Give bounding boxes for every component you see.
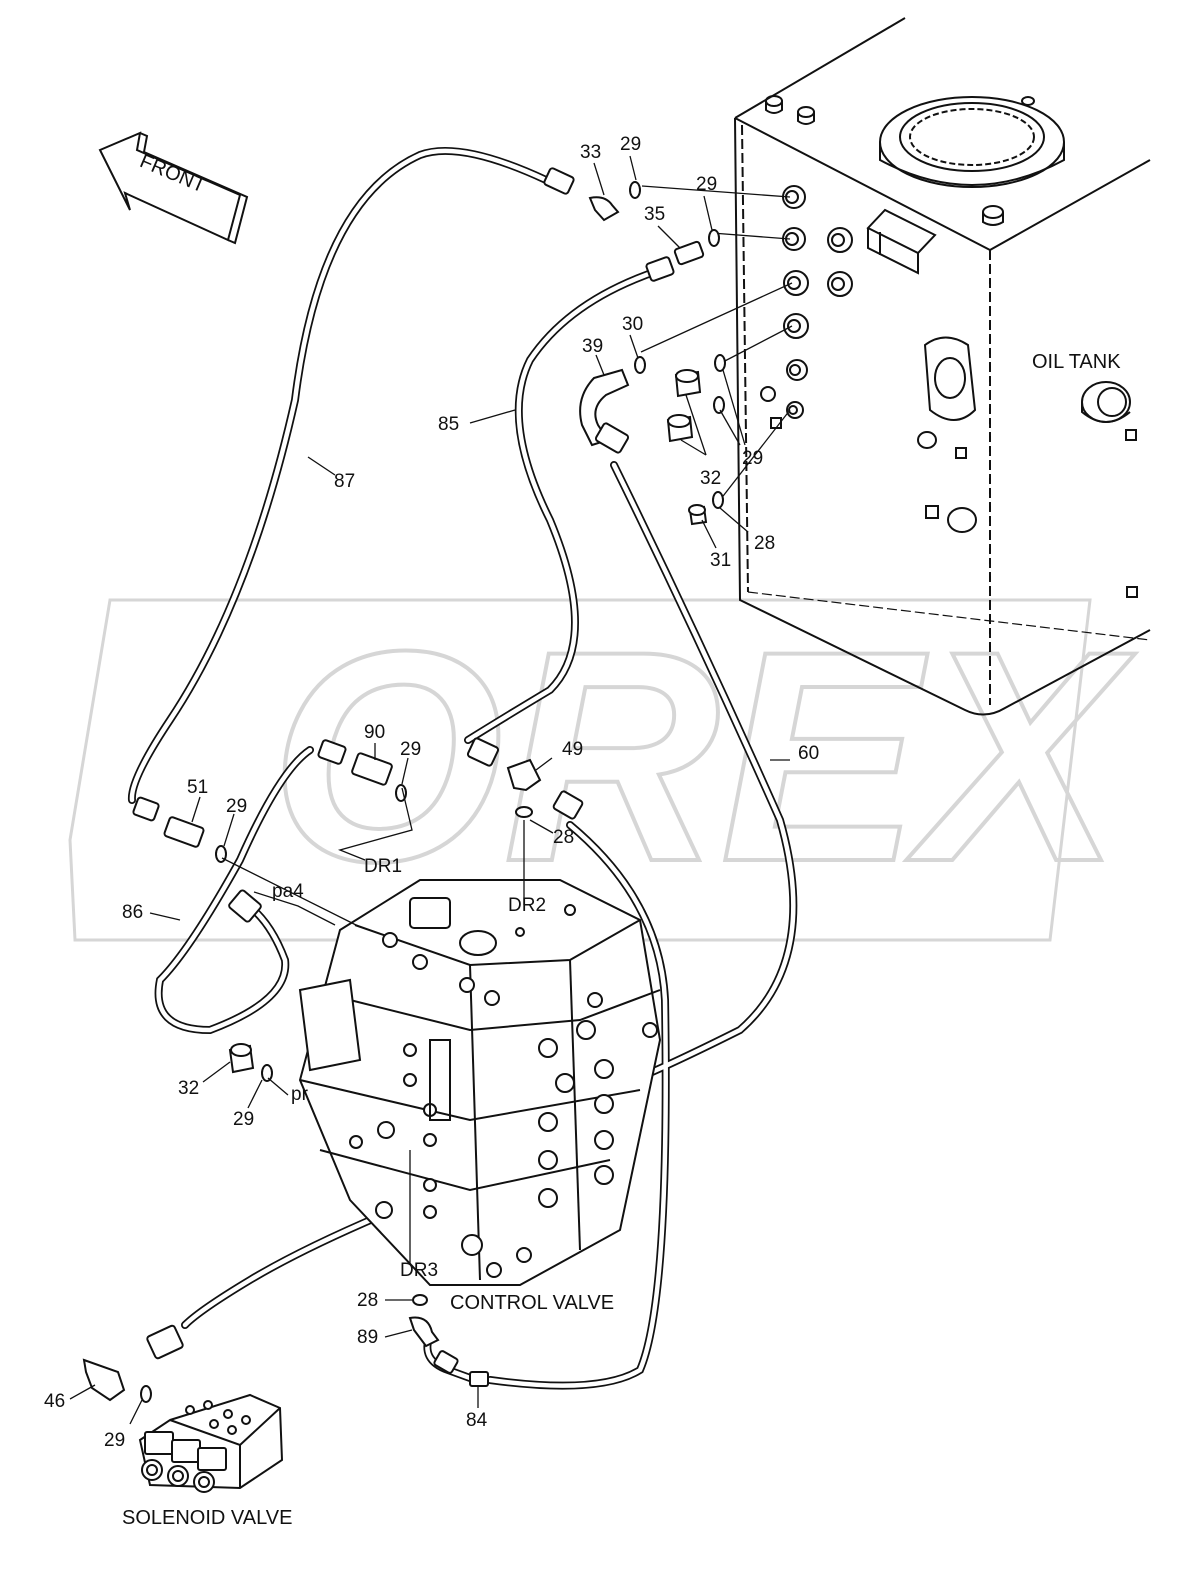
callout-dr3: DR3 xyxy=(400,1260,438,1281)
control-valve-title: CONTROL VALVE xyxy=(450,1292,614,1314)
callout-33: 33 xyxy=(580,142,601,163)
callout-86: 86 xyxy=(122,902,143,923)
callout-39: 39 xyxy=(582,336,603,357)
callout-46: 46 xyxy=(44,1391,65,1412)
callout-28: 28 xyxy=(357,1290,378,1311)
oil-tank-title: OIL TANK xyxy=(1032,351,1121,373)
solenoid-valve-title: SOLENOID VALVE xyxy=(122,1507,292,1529)
fittings xyxy=(82,167,726,1403)
callout-30: 30 xyxy=(622,314,643,335)
oil-tank xyxy=(734,17,1151,716)
hose-to-solenoid xyxy=(181,1211,386,1329)
callout-87: 87 xyxy=(334,471,355,492)
callout-29: 29 xyxy=(233,1109,254,1130)
callout-32: 32 xyxy=(700,468,721,489)
callout-32: 32 xyxy=(178,1078,199,1099)
callout-pa4: pa4 xyxy=(272,881,304,902)
valve-bolts xyxy=(349,904,658,1278)
callout-28: 28 xyxy=(754,533,775,554)
callout-dr2: DR2 xyxy=(508,895,546,916)
callout-84: 84 xyxy=(466,1410,488,1431)
callouts: 33 29 29 35 30 39 85 87 32 29 28 31 90 2… xyxy=(44,134,819,1451)
callout-85: 85 xyxy=(438,414,459,435)
callout-29: 29 xyxy=(400,739,421,760)
callout-29: 29 xyxy=(104,1430,125,1451)
callout-29: 29 xyxy=(742,448,763,469)
callout-31: 31 xyxy=(710,550,731,571)
callout-28: 28 xyxy=(553,827,574,848)
callout-51: 51 xyxy=(187,777,208,798)
solenoid-valve xyxy=(138,1393,284,1493)
callout-29: 29 xyxy=(226,796,247,817)
control-valve xyxy=(298,879,662,1286)
callout-60: 60 xyxy=(798,743,819,764)
callout-leaders xyxy=(69,155,790,1425)
callout-49: 49 xyxy=(562,739,583,760)
callout-35: 35 xyxy=(644,204,665,225)
callout-pr: pr xyxy=(291,1084,309,1105)
front-arrow: FRONT xyxy=(98,131,249,245)
callout-dr1: DR1 xyxy=(364,856,402,877)
port-leaders xyxy=(640,185,793,501)
callout-29: 29 xyxy=(620,134,641,155)
callout-90: 90 xyxy=(364,722,385,743)
tank-ports xyxy=(760,185,853,419)
watermark: OREX xyxy=(68,586,1138,942)
callout-29: 29 xyxy=(696,174,717,195)
callout-89: 89 xyxy=(357,1327,378,1348)
